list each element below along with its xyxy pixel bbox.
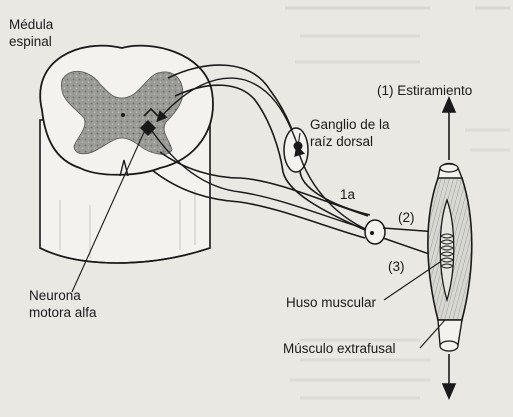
label-num-2: (2) (398, 210, 415, 225)
paper-texture (285, 6, 510, 400)
label-huso-muscular: Huso muscular (286, 295, 377, 310)
muscle-spindle (439, 198, 455, 303)
label-ganglio-line2: raíz dorsal (310, 134, 374, 149)
label-medula-line2: espinal (9, 34, 52, 49)
label-fibra-1a: 1a (340, 187, 356, 202)
label-estiramiento: (1) Estiramiento (377, 83, 473, 98)
stretch-arrows (441, 95, 457, 401)
leader-lines (71, 129, 446, 349)
label-ganglio: Ganglio de la raíz dorsal (310, 116, 390, 150)
label-neurona-line1: Neurona (29, 288, 81, 303)
label-medula-espinal: Médula espinal (9, 16, 53, 50)
spinal-cord (39, 44, 214, 264)
label-neurona-line2: motora alfa (29, 305, 97, 320)
efferent-fiber (149, 127, 381, 236)
label-medula-line1: Médula (9, 17, 54, 32)
label-musculo-extrafusal: Músculo extrafusal (283, 341, 396, 356)
label-num-3: (3) (388, 259, 405, 274)
nerve-trunk-end (364, 219, 386, 245)
label-ganglio-line1: Ganglio de la (310, 117, 390, 132)
label-neurona-motora-alfa: Neurona motora alfa (29, 287, 97, 321)
gray-matter (61, 71, 184, 155)
